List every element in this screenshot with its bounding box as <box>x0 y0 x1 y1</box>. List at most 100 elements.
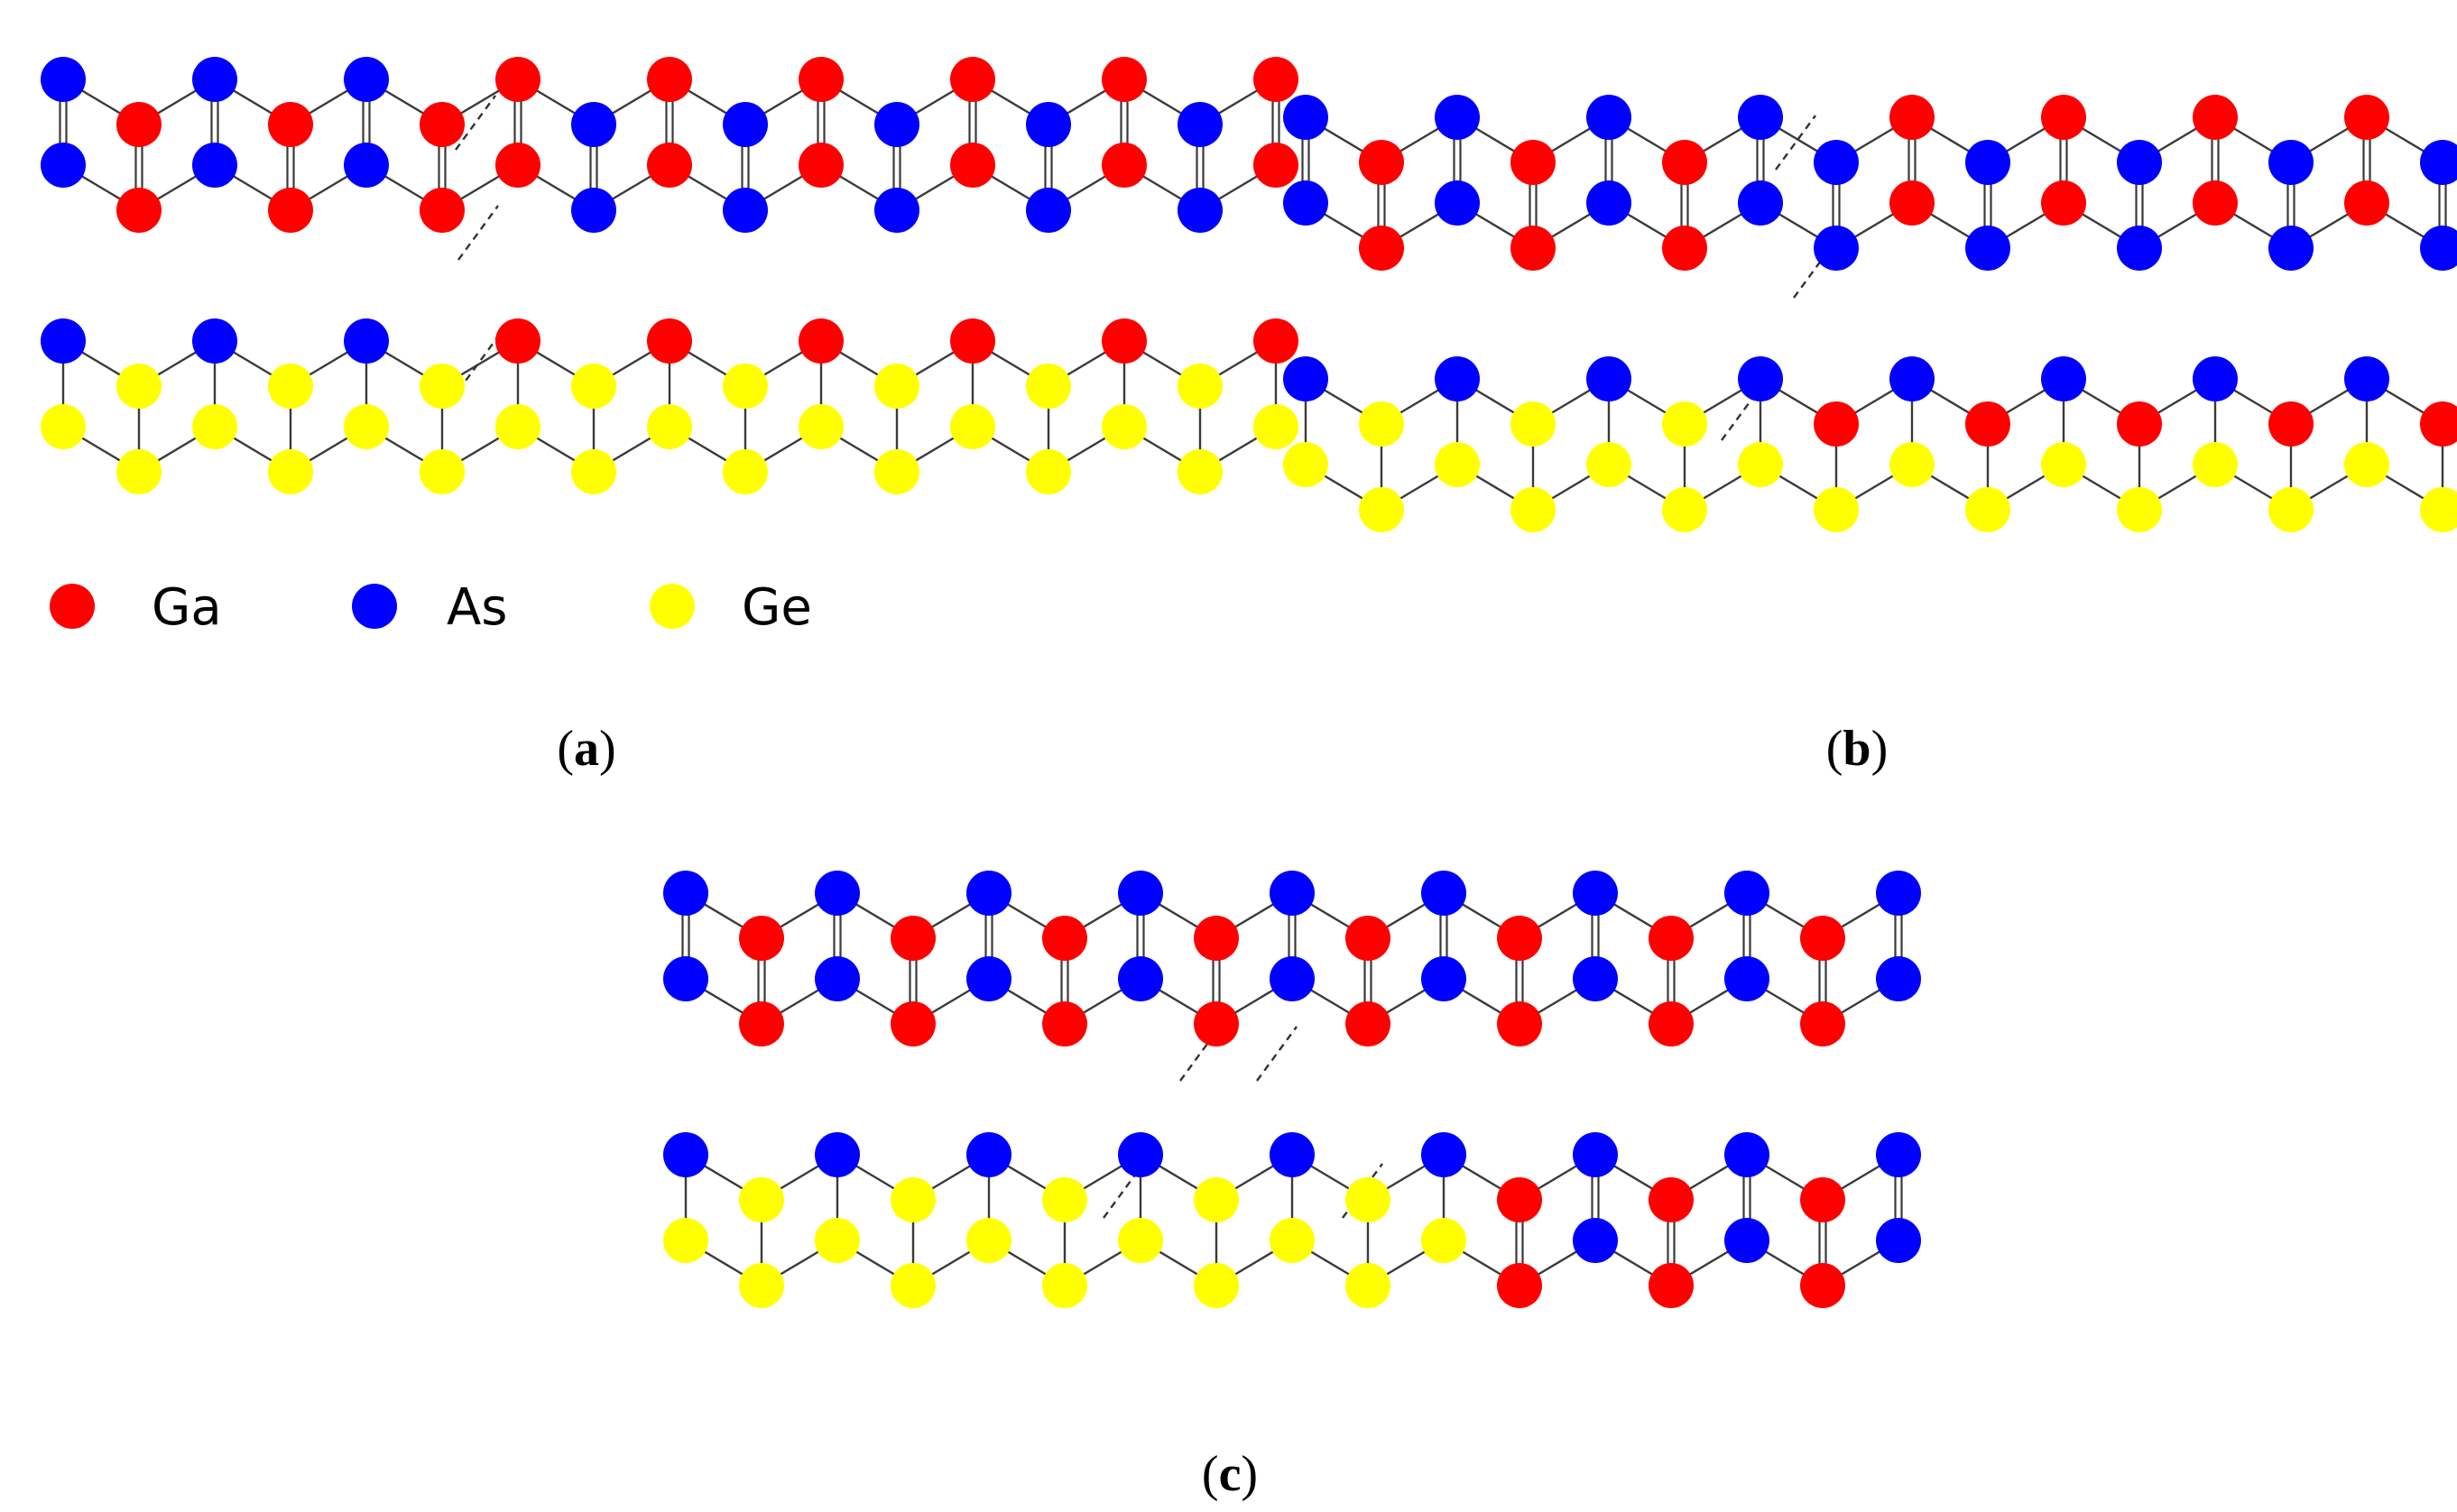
atom-ge <box>116 364 162 409</box>
atom-ge <box>1102 404 1147 449</box>
atom-ga <box>1359 140 1404 185</box>
atom-ge <box>1178 364 1223 409</box>
atom-as <box>2420 140 2457 185</box>
atom-ge <box>2041 442 2086 487</box>
atom-ge <box>1510 401 1556 447</box>
atom-ge <box>891 1263 936 1308</box>
atom-ga <box>739 916 784 961</box>
atom-ga <box>1497 1263 1542 1308</box>
atom-as <box>1724 871 1769 916</box>
atom-ga <box>799 57 844 102</box>
atom-ge <box>1359 401 1404 447</box>
antiphase-boundary-mark <box>1342 1163 1383 1219</box>
atom-as <box>966 956 1011 1001</box>
atom-ge <box>1345 1177 1390 1222</box>
atom-as <box>1118 871 1163 916</box>
atom-ge <box>950 404 995 449</box>
atom-ga <box>1102 57 1147 102</box>
atom-ga <box>2268 401 2314 447</box>
atom-ge <box>739 1177 784 1222</box>
legend-ga-marker <box>50 584 95 629</box>
atom-as <box>2117 226 2162 271</box>
atom-as <box>1586 95 1631 140</box>
atom-ga <box>1102 318 1147 364</box>
atom-as <box>2041 356 2086 401</box>
atom-as <box>1118 1132 1163 1177</box>
atom-ge <box>1662 401 1707 447</box>
atom-ge <box>41 404 86 449</box>
atom-ga <box>1253 57 1298 102</box>
atom-ge <box>815 1218 860 1263</box>
atom-ge <box>1662 487 1707 532</box>
atom-ge <box>1194 1263 1239 1308</box>
atom-ge <box>1194 1177 1239 1222</box>
panel-b-atoms <box>1283 95 2457 532</box>
atom-ge <box>1510 487 1556 532</box>
atom-ga <box>1649 1177 1694 1222</box>
atom-as <box>1270 956 1315 1001</box>
atom-as <box>192 143 237 188</box>
atom-as <box>723 188 768 233</box>
atom-ga <box>799 318 844 364</box>
atom-as <box>344 57 389 102</box>
atom-ga <box>1042 1001 1087 1046</box>
atom-as <box>1421 871 1466 916</box>
atom-as <box>1586 356 1631 401</box>
legend-ge-label: Ge <box>742 578 812 637</box>
atom-ga <box>1649 1263 1694 1308</box>
atom-as <box>2193 356 2238 401</box>
legend-as-marker <box>352 584 397 629</box>
atom-ge <box>2268 487 2314 532</box>
antiphase-boundary-mark <box>1775 115 1816 171</box>
atom-as <box>2268 140 2314 185</box>
panel-b-lattice <box>1283 95 2457 532</box>
atom-ge <box>571 449 616 494</box>
atom-ga <box>420 188 465 233</box>
atom-as <box>1178 188 1223 233</box>
atom-ga <box>2117 401 2162 447</box>
atom-ga <box>891 916 936 961</box>
atom-as <box>192 57 237 102</box>
atom-as <box>1965 226 2010 271</box>
atom-ge <box>1814 487 1859 532</box>
atom-ge <box>723 364 768 409</box>
atom-ga <box>647 318 692 364</box>
antiphase-boundary-mark <box>1256 1026 1298 1082</box>
atom-ga <box>2420 401 2457 447</box>
atom-ga <box>950 318 995 364</box>
atom-ga <box>1359 226 1404 271</box>
atom-as <box>663 956 708 1001</box>
atom-ga <box>950 57 995 102</box>
atom-ga <box>1814 401 1859 447</box>
panel-c-lattice <box>663 871 1921 1308</box>
atom-ge <box>2344 442 2389 487</box>
atom-ge <box>891 1177 936 1222</box>
atom-as <box>1283 95 1328 140</box>
atom-as <box>2117 140 2162 185</box>
atom-as <box>663 1132 708 1177</box>
atom-as <box>1814 140 1859 185</box>
panel-a-atoms <box>41 57 1298 494</box>
atom-as <box>1738 356 1783 401</box>
atom-ga <box>268 188 313 233</box>
atom-ge <box>571 364 616 409</box>
panel-c-atoms <box>663 871 1921 1308</box>
atom-as <box>1270 1132 1315 1177</box>
atom-ge <box>647 404 692 449</box>
atom-as <box>41 143 86 188</box>
atom-as <box>1026 188 1071 233</box>
atom-ge <box>344 404 389 449</box>
legend-ga-label: Ga <box>152 578 222 637</box>
atom-as <box>2268 226 2314 271</box>
atom-ga <box>1345 916 1390 961</box>
atom-ga <box>1102 143 1147 188</box>
atom-as <box>874 188 919 233</box>
atom-ge <box>723 449 768 494</box>
atom-as <box>1178 102 1223 147</box>
atom-ge <box>1421 1218 1466 1263</box>
atom-as <box>2344 356 2389 401</box>
antiphase-boundary-mark <box>455 95 496 151</box>
caption-b: (b) <box>1826 721 1888 777</box>
atom-ga <box>1889 95 1935 140</box>
